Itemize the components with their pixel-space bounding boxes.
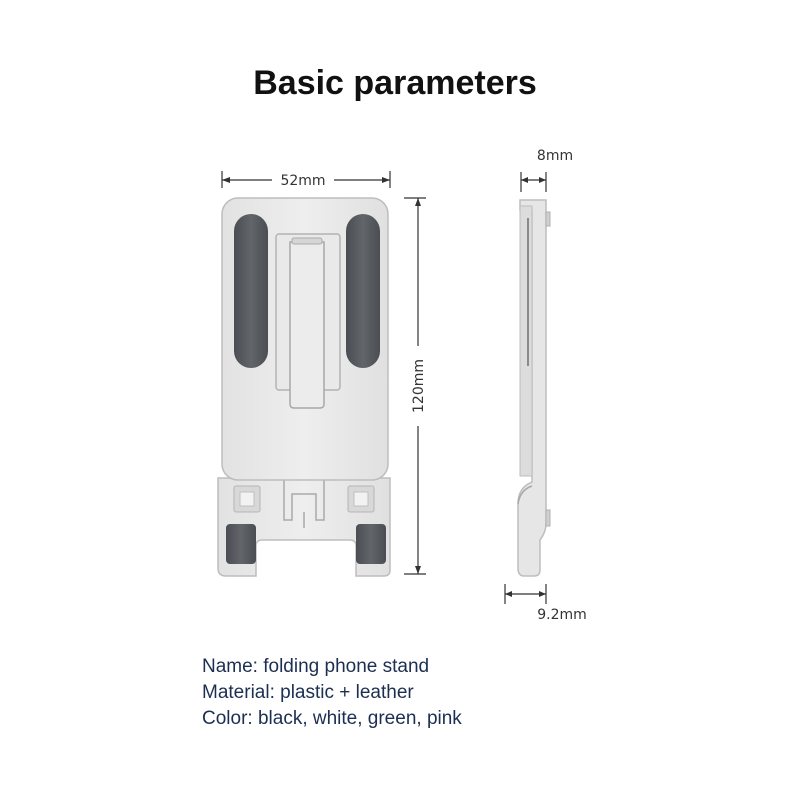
width-label: 52mm (280, 173, 325, 189)
foot-pad-left (226, 524, 256, 564)
height-dimension: 120mm (404, 197, 427, 575)
spec-material: Material: plastic + leather (202, 682, 414, 703)
thickness-label: 8mm (537, 148, 573, 164)
front-view (217, 197, 391, 577)
width-dimension: 52mm (221, 171, 391, 189)
leather-pad-right (346, 214, 380, 368)
base-depth-label: 9.2mm (537, 607, 587, 623)
spec-color: Color: black, white, green, pink (202, 708, 462, 729)
leather-pad-left (234, 214, 268, 368)
kickstand (289, 241, 325, 409)
side-view (517, 199, 551, 577)
page-title: Basic parameters (253, 64, 537, 102)
spec-name: Name: folding phone stand (202, 656, 430, 677)
base-depth-dimension: 9.2mm (504, 584, 587, 623)
spec-list: Name: folding phone stand Material: plas… (202, 654, 462, 732)
thickness-dimension: 8mm (520, 148, 573, 192)
height-label: 120mm (411, 359, 427, 413)
foot-pad-right (356, 524, 386, 564)
center-notch (283, 480, 325, 521)
